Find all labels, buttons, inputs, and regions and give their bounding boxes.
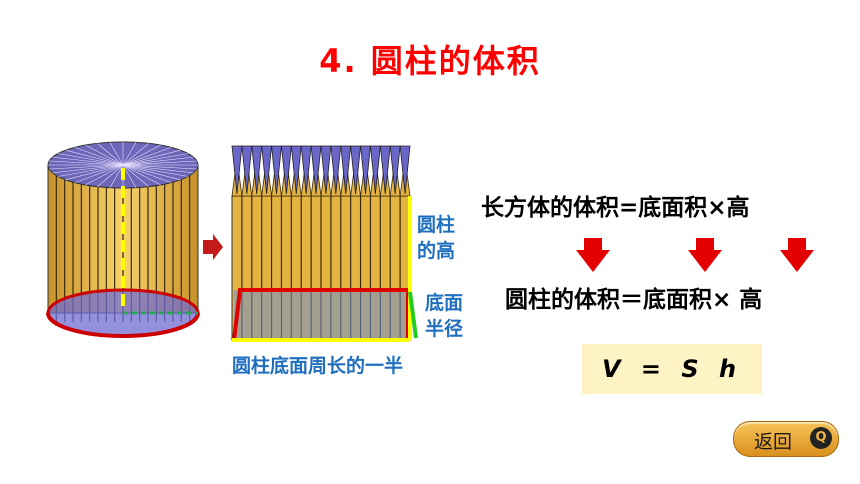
down-arrow-icon xyxy=(688,238,722,272)
back-button[interactable]: 返回 Q xyxy=(733,421,839,457)
cylinder-top-radial xyxy=(49,164,124,170)
down-arrow-icon xyxy=(576,238,610,272)
cuboid-spike-down xyxy=(360,145,371,195)
cuboid-spike-down xyxy=(340,145,352,195)
cylinder-top-radial xyxy=(85,164,124,186)
cylinder-top-radial xyxy=(122,164,172,183)
cuboid-spike-down xyxy=(261,145,272,195)
cuboid-spike-down xyxy=(241,145,253,195)
cuboid-spike-down xyxy=(379,145,391,195)
cylinder-top-radial xyxy=(122,164,161,186)
cylinder-top-radial xyxy=(109,164,124,188)
cuboid-spike-down xyxy=(281,145,292,195)
cylinder-top-radial xyxy=(122,156,194,166)
cuboid-spike-down xyxy=(399,145,411,195)
cylinder-top-radial xyxy=(109,142,124,166)
cylinder-top-radial xyxy=(122,164,189,177)
cylinder-top-radial xyxy=(122,164,194,174)
cuboid-spike-down xyxy=(370,145,381,195)
cuboid-base-face xyxy=(234,290,408,340)
formula-cylinder-volume: 圆柱的体积＝底面积× 高 xyxy=(505,287,763,313)
cuboid-figure xyxy=(231,145,418,342)
cylinder-top-radial xyxy=(122,143,149,166)
down-arrow-icon xyxy=(780,238,814,272)
cylinder-top-radial xyxy=(122,153,189,166)
formula-symbolic: V = S h xyxy=(582,344,762,394)
label-cylinder-height: 圆柱的高 xyxy=(417,214,456,262)
cylinder-top-radial xyxy=(85,144,124,166)
formula-cuboid-volume: 长方体的体积=底面积×高 xyxy=(481,195,750,221)
cylinder-top-radial xyxy=(97,143,124,166)
q-circle-icon: Q xyxy=(810,427,832,449)
cylinder-top-radial xyxy=(122,160,197,166)
cylinder-top-radial xyxy=(122,147,172,166)
cuboid-spike-down xyxy=(320,145,332,195)
cylinder-top-radial xyxy=(65,149,124,166)
cylinder-top-radial xyxy=(122,164,149,187)
label-base-radius: 底面半径 xyxy=(425,292,464,340)
cylinder-top-radial xyxy=(65,164,124,181)
cylinder-top-radial xyxy=(122,164,137,188)
label-half-circumference: 圆柱底面周长的一半 xyxy=(232,355,404,377)
cylinder-top-radial xyxy=(74,147,124,166)
cylinder-top-radial xyxy=(122,149,181,166)
cuboid-spike-down xyxy=(350,145,361,195)
cylinder-bottom-edge xyxy=(46,312,200,338)
cylinder-top-radial xyxy=(57,164,124,177)
cylinder-top-radial xyxy=(122,164,197,170)
cylinder-top-radial xyxy=(49,160,124,166)
cylinder-top-radial xyxy=(74,164,124,183)
cuboid-spike-down xyxy=(251,145,263,195)
page-title: 4. 圆柱的体积 xyxy=(319,42,541,80)
cuboid-spike-down xyxy=(389,145,401,195)
cuboid-spike-down xyxy=(330,145,342,195)
cylinder-top-radial xyxy=(57,153,124,166)
down-arrows xyxy=(576,238,814,272)
cuboid-spike-down xyxy=(310,145,322,195)
cuboid-spike-down xyxy=(271,145,282,195)
cuboid-radius-line xyxy=(408,291,418,339)
cuboid-spike-down xyxy=(231,145,243,195)
cylinder-top-radial xyxy=(122,144,161,166)
cylinder-top-radial xyxy=(122,164,181,181)
cylinder-top-radial xyxy=(97,164,124,187)
cuboid-spike-down xyxy=(290,145,302,195)
cylinder-top-radial xyxy=(52,164,124,174)
cylinder-top-radial xyxy=(52,156,124,166)
cylinder-figure xyxy=(46,141,200,338)
back-label: 返回 xyxy=(754,431,793,453)
cylinder-top-radial xyxy=(122,142,137,166)
cuboid-spike-down xyxy=(300,145,312,195)
transform-arrow-icon xyxy=(203,234,223,260)
